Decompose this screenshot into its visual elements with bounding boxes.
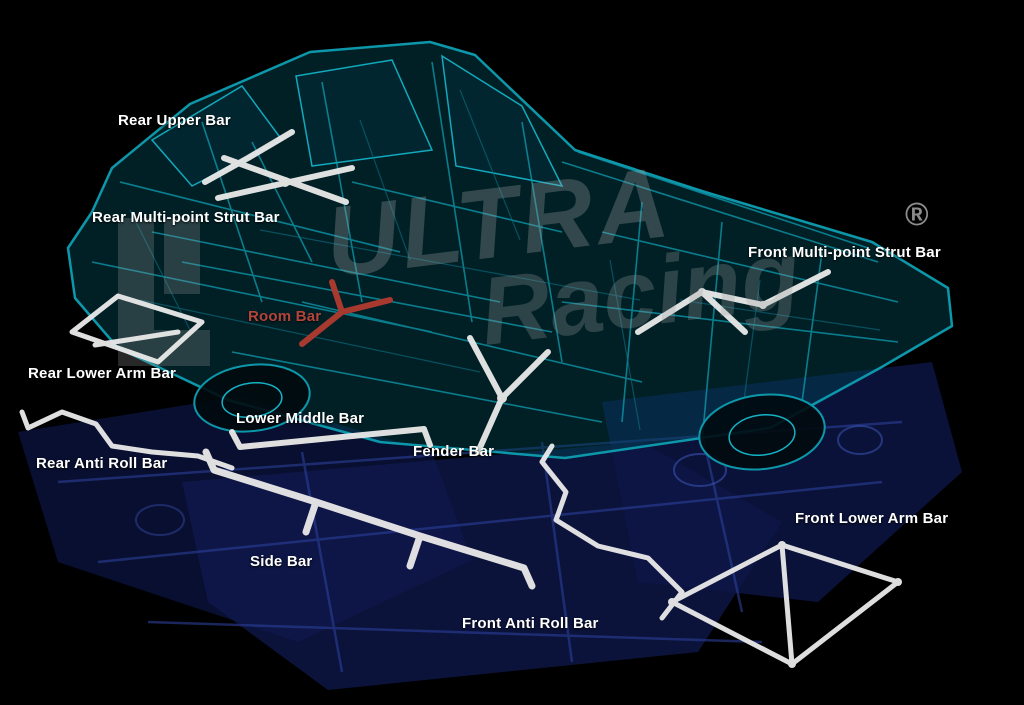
- watermark-logo: [118, 218, 210, 366]
- label-rear-multi-point-strut-bar: Rear Multi-point Strut Bar: [92, 209, 280, 226]
- bar-front-lower-arm-highlight: [668, 541, 902, 668]
- bar-rear-lower-arm-highlight: [69, 293, 205, 365]
- label-room-bar: Room Bar: [248, 308, 322, 325]
- registered-trademark-symbol: ®: [905, 196, 929, 232]
- bar-rear-multi-point-strut-highlight: [215, 155, 355, 205]
- bar-rear-upper-highlight: [202, 129, 295, 185]
- label-rear-lower-arm-bar: Rear Lower Arm Bar: [28, 365, 177, 382]
- label-fender-bar: Fender Bar: [413, 443, 495, 460]
- label-front-lower-arm-bar: Front Lower Arm Bar: [795, 510, 949, 527]
- bar-fender-highlight: [467, 335, 551, 455]
- bar-side-highlight: [202, 448, 536, 590]
- label-rear-anti-roll-bar: Rear Anti Roll Bar: [36, 455, 168, 472]
- bar-front-anti-roll-highlight: [539, 443, 685, 621]
- car-body-illustration: [66, 40, 954, 471]
- label-front-multi-point-strut-bar: Front Multi-point Strut Bar: [748, 244, 941, 261]
- label-lower-middle-bar: Lower Middle Bar: [236, 410, 365, 427]
- bar-front-multi-point-strut-highlight: [635, 269, 831, 335]
- bar-rear-anti-roll-highlight: [19, 409, 235, 471]
- label-rear-upper-bar: Rear Upper Bar: [118, 112, 231, 129]
- bar-room-highlight: [299, 279, 393, 347]
- label-side-bar: Side Bar: [250, 553, 313, 570]
- bar-lower-middle-highlight: [229, 426, 433, 450]
- label-front-anti-roll-bar: Front Anti Roll Bar: [462, 615, 599, 632]
